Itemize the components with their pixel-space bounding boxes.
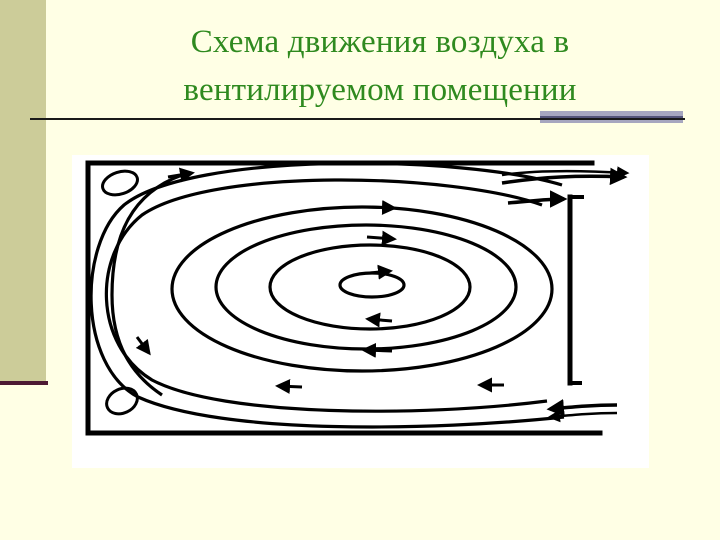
- outflow-jets: [546, 399, 618, 423]
- jet-upper: [501, 167, 628, 186]
- loop-1: [268, 243, 472, 331]
- arrow-top-mid: [366, 200, 397, 216]
- room-wall-left-bottom: [85, 160, 603, 436]
- arrow-lower-center: [365, 312, 393, 328]
- side-decor-bar: [0, 0, 46, 383]
- loop-center: [338, 271, 406, 299]
- jet-lower-2: [547, 409, 618, 423]
- jet-mid: [507, 190, 568, 208]
- jet-lower: [546, 399, 618, 417]
- circulation-loops: [89, 161, 565, 429]
- arrow-center: [369, 264, 393, 280]
- air-flow-svg: [85, 160, 630, 436]
- arrow-top-left: [167, 167, 195, 183]
- title-rule-accent-line: [540, 116, 683, 118]
- loop-6: [110, 173, 183, 397]
- slide-title: Схема движения воздуха в вентилируемом п…: [80, 18, 680, 114]
- arrow-upper-mid: [366, 230, 397, 246]
- side-decor-line: [0, 381, 48, 385]
- title-line-1: Схема движения воздуха в: [190, 24, 570, 60]
- arrow-lower-mid: [361, 342, 393, 358]
- arrow-left-down: [135, 336, 151, 356]
- flow-arrows: [135, 167, 504, 394]
- eddy-top-left: [101, 169, 139, 197]
- arrow-bottom-left: [275, 379, 303, 394]
- corner-eddies: [101, 169, 139, 416]
- title-line-2: вентилируемом помещении: [183, 72, 577, 108]
- loop-4: [104, 178, 548, 413]
- title-rule: [30, 118, 685, 120]
- air-flow-diagram: [72, 155, 649, 468]
- eddy-bottom-left: [105, 386, 139, 416]
- loop-5: [89, 161, 565, 429]
- jet-upper-2: [501, 166, 630, 179]
- inflow-jets: [501, 166, 630, 208]
- loop-3: [170, 205, 554, 373]
